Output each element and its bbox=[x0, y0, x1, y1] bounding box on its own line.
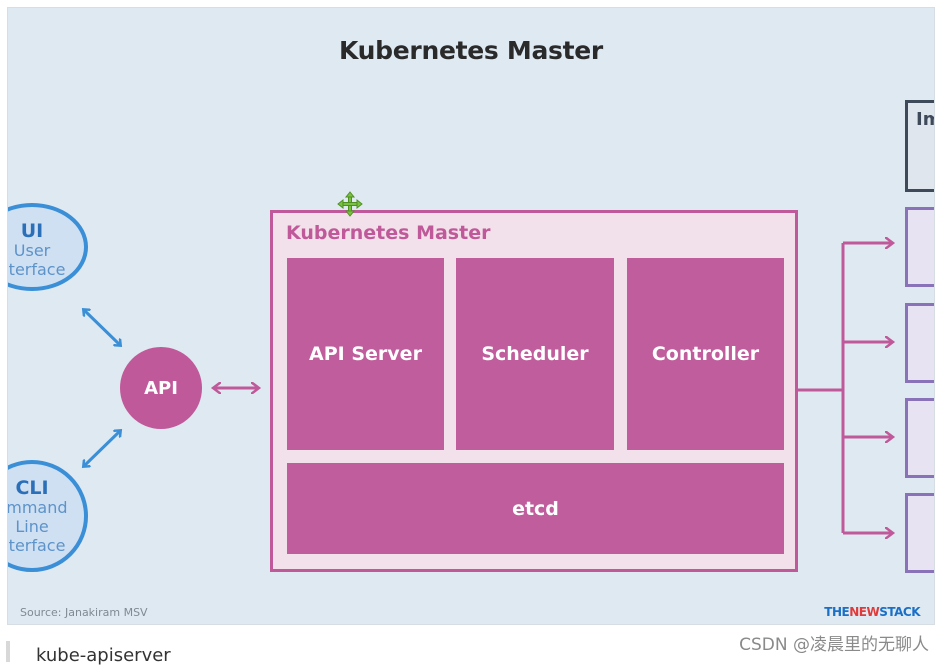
node-box bbox=[905, 398, 934, 478]
ui-title: UI bbox=[20, 220, 44, 242]
brand-part1: THE bbox=[824, 605, 850, 619]
brand-part2: NEW bbox=[849, 605, 880, 619]
node-box bbox=[905, 303, 934, 383]
connector-layer bbox=[8, 8, 935, 625]
scheduler-block: Scheduler bbox=[456, 258, 614, 450]
cli-title: CLI bbox=[15, 477, 49, 499]
move-cursor-icon bbox=[337, 191, 363, 217]
node-box bbox=[905, 207, 934, 287]
cli-line1: ommand bbox=[7, 498, 68, 517]
node-box-top-label: Im bbox=[916, 109, 934, 130]
cli-client-circle: CLI ommand Line nterface bbox=[7, 460, 88, 572]
ui-api-arrow bbox=[84, 310, 120, 345]
api-circle: API bbox=[120, 347, 202, 429]
slide-title: Kubernetes Master bbox=[339, 36, 603, 65]
cli-api-arrow bbox=[84, 431, 120, 466]
master-label: Kubernetes Master bbox=[286, 222, 491, 244]
brand-logo: THENEWSTACK bbox=[824, 605, 920, 619]
diagram-slide: Kubernetes Master UI User nterface CLI o… bbox=[7, 7, 935, 625]
ui-client-circle: UI User nterface bbox=[8, 203, 88, 291]
cli-line2: Line bbox=[15, 517, 49, 536]
node-box bbox=[905, 493, 934, 573]
source-credit: Source: Janakiram MSV bbox=[20, 606, 148, 619]
next-section-text: kube-apiserver bbox=[36, 645, 171, 666]
quote-bar bbox=[6, 641, 10, 662]
csdn-watermark: CSDN @凌晨里的无聊人 bbox=[739, 635, 929, 655]
brand-part3: STACK bbox=[879, 605, 920, 619]
ui-line1: User bbox=[13, 241, 51, 260]
controller-block: Controller bbox=[627, 258, 784, 450]
node-box-top: Im bbox=[905, 100, 934, 192]
etcd-block: etcd bbox=[287, 463, 784, 554]
cli-line3: nterface bbox=[8, 536, 66, 555]
ui-line2: nterface bbox=[8, 260, 66, 279]
api-server-block: API Server bbox=[287, 258, 444, 450]
